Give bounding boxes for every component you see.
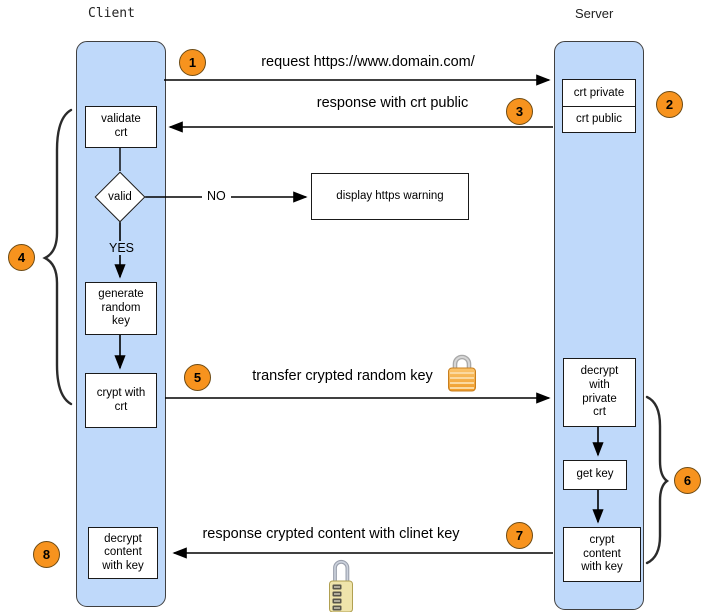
step-badge-2: 2 [656, 91, 683, 118]
generate-random-key-box: generate random key [85, 282, 157, 335]
client-lane-title: Client [88, 6, 135, 21]
diamond-label: valid [108, 191, 132, 203]
step-badge-5: 5 [184, 364, 211, 391]
certificate-table: crt private crt public [562, 79, 636, 133]
step-badge-4: 4 [8, 244, 35, 271]
valid-decision-diamond: valid [94, 171, 146, 223]
display-https-warning-box: display https warning [311, 173, 469, 220]
combination-padlock-icon [329, 559, 353, 612]
step-badge-3: 3 [506, 98, 533, 125]
response-arrow-label: response with crt public [316, 95, 469, 111]
right-brace-step6 [645, 395, 670, 565]
step-badge-8: 8 [33, 541, 60, 568]
step-badge-1: 1 [179, 49, 206, 76]
get-key-box: get key [563, 460, 627, 490]
no-branch-label: NO [202, 189, 231, 203]
crypt-content-with-key-box: crypt content with key [563, 527, 641, 582]
crypt-with-crt-box: crypt with crt [85, 373, 157, 428]
crt-public-cell: crt public [563, 105, 635, 133]
yes-branch-label: YES [104, 241, 140, 255]
server-lane-title: Server [575, 6, 614, 21]
step-badge-6: 6 [674, 467, 701, 494]
request-arrow-label: request https://www.domain.com/ [261, 54, 475, 70]
step-badge-7: 7 [506, 522, 533, 549]
left-brace-step4 [42, 108, 73, 406]
decrypt-with-private-crt-box: decrypt with private crt [563, 358, 636, 427]
transfer-arrow-label: transfer crypted random key [252, 368, 433, 384]
padlock-closed-icon [448, 354, 476, 392]
response-crypted-arrow-label: response crypted content with clinet key [202, 526, 460, 542]
decrypt-content-with-key-box: decrypt content with key [88, 527, 158, 579]
validate-crt-box: validate crt [85, 106, 157, 148]
crt-private-cell: crt private [573, 86, 625, 99]
